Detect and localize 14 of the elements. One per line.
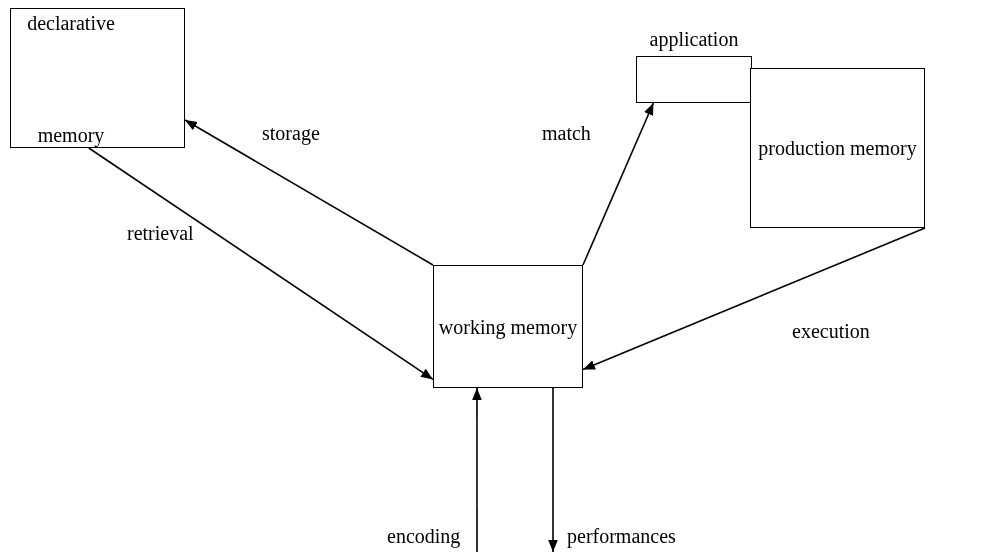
node-label: declarative memory	[26, 11, 116, 149]
arrow	[87, 147, 434, 381]
arrow	[472, 387, 482, 553]
arrow	[184, 119, 434, 266]
arrow	[582, 227, 926, 371]
memory-box	[750, 68, 925, 228]
arrow	[582, 102, 655, 266]
arrow	[548, 387, 558, 553]
edge-label: performances	[565, 525, 678, 548]
node-label: working memory	[438, 315, 578, 338]
memory-box	[10, 8, 185, 148]
memory-box	[433, 265, 583, 388]
node-label: production memory	[758, 136, 917, 160]
node-label: application	[649, 28, 739, 51]
